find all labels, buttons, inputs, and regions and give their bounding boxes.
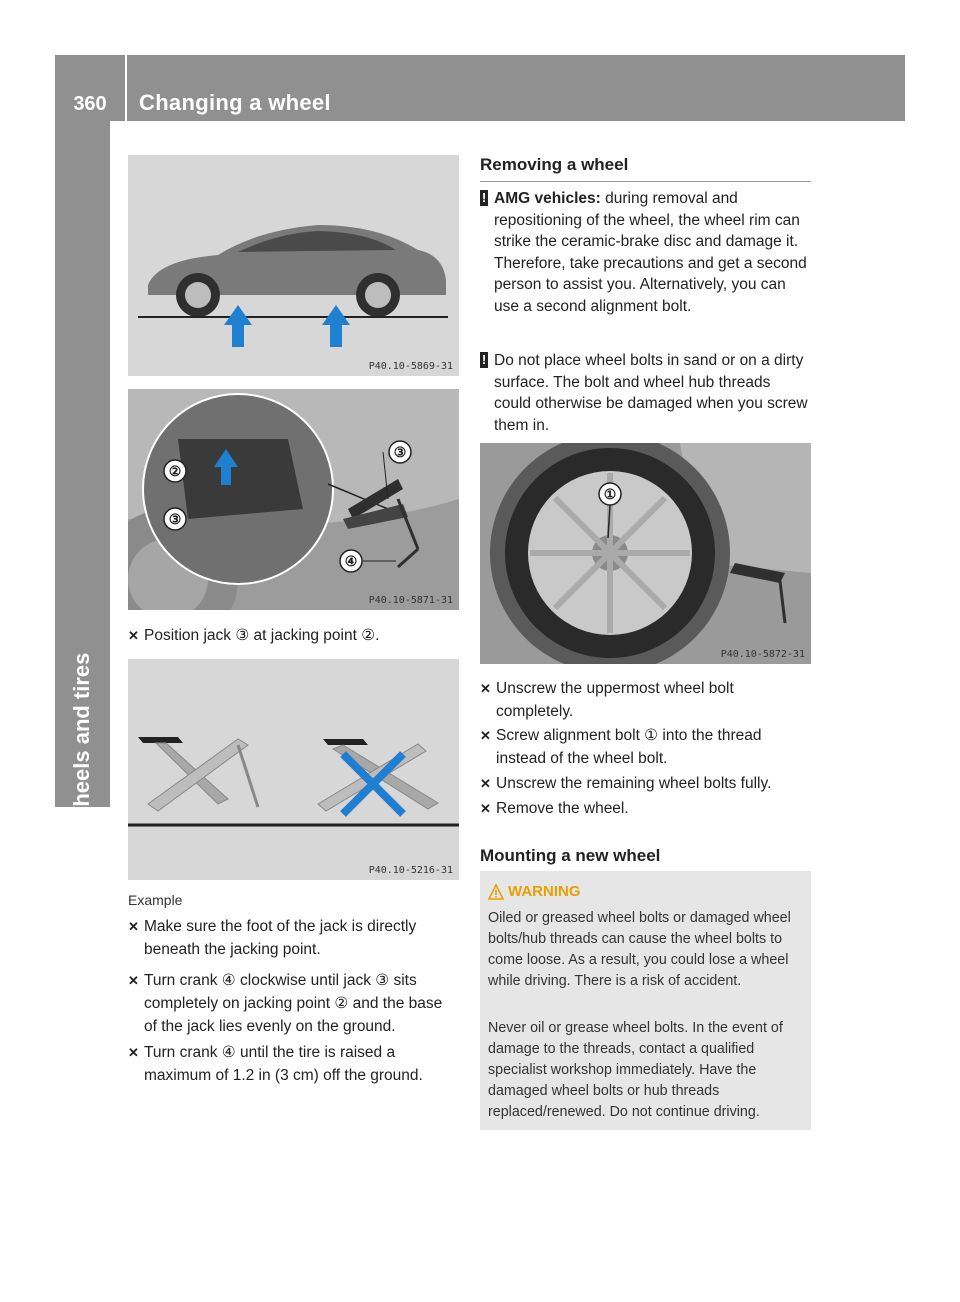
figure-code: P40.10-5216-31 bbox=[368, 865, 453, 876]
step-text: Unscrew the uppermost wheel bolt complet… bbox=[496, 680, 734, 720]
step-turn-crank-clockwise: ✕ Turn crank ④ clockwise until jack ③ si… bbox=[128, 969, 459, 1038]
callout-4-label: ④ bbox=[345, 553, 358, 569]
step-screw-alignment-bolt: ✕ Screw alignment bolt ① into the thread… bbox=[480, 724, 811, 770]
warning-paragraph-2: Never oil or grease wheel bolts. In the … bbox=[488, 1020, 783, 1120]
figure-jack-orientation: P40.10-5216-31 bbox=[128, 659, 459, 880]
callout-3-jack bbox=[388, 440, 412, 464]
step-arrow-icon: ✕ bbox=[128, 628, 139, 643]
section-side-label: Wheels and tires bbox=[69, 652, 94, 828]
warning-triangle-icon bbox=[488, 884, 504, 900]
step-unscrew-remaining-bolts: ✕ Unscrew the remaining wheel bolts full… bbox=[480, 772, 811, 795]
step-arrow-icon: ✕ bbox=[480, 776, 491, 791]
step-text: Remove the wheel. bbox=[496, 800, 629, 817]
figure-car-jacking-points: P40.10-5869-31 bbox=[128, 155, 459, 376]
step-text: Position jack ③ at jacking point ②. bbox=[144, 627, 380, 644]
step-arrow-icon: ✕ bbox=[128, 919, 139, 934]
step-text: Unscrew the remaining wheel bolts fully. bbox=[496, 775, 772, 792]
note-text: Do not place wheel bolts in sand or on a… bbox=[494, 352, 808, 434]
page-number: 360 bbox=[73, 93, 107, 115]
step-text: Make sure the foot of the jack is direct… bbox=[144, 918, 417, 958]
page-title: Changing a wheel bbox=[139, 90, 331, 115]
step-jack-foot: ✕ Make sure the foot of the jack is dire… bbox=[128, 915, 459, 961]
callout-2-label: ② bbox=[169, 463, 182, 479]
note-wheel-bolts: ! Do not place wheel bolts in sand or on… bbox=[480, 350, 811, 436]
wheel-illustration: ① bbox=[480, 443, 811, 664]
callout-3-label: ③ bbox=[394, 444, 407, 460]
step-position-jack: ✕ Position jack ③ at jacking point ②. bbox=[128, 624, 459, 647]
header-divider bbox=[125, 55, 127, 121]
note-bold-label: AMG vehicles: bbox=[494, 190, 601, 207]
step-arrow-icon: ✕ bbox=[480, 801, 491, 816]
note-amg-vehicles: ! AMG vehicles: during removal and repos… bbox=[480, 188, 811, 317]
callout-4-crank bbox=[339, 549, 363, 573]
step-arrow-icon: ✕ bbox=[128, 973, 139, 988]
figure-wheel-alignment-bolt: ① P40.10-5872-31 bbox=[480, 443, 811, 664]
callout-1-label: ① bbox=[604, 486, 617, 502]
note-text: during removal and repositioning of the … bbox=[494, 190, 807, 315]
callout-1-alignment-bolt bbox=[598, 482, 622, 506]
figure-jack-detail: ③ ② ③ ④ P40.10-5871-31 bbox=[128, 389, 459, 610]
step-text: Screw alignment bolt ① into the thread i… bbox=[496, 727, 762, 767]
warning-box: WARNING Oiled or greased wheel bolts or … bbox=[480, 871, 811, 1130]
figure-caption: Example bbox=[128, 892, 183, 908]
step-text: Turn crank ④ clockwise until jack ③ sits… bbox=[144, 972, 443, 1035]
section-heading-removing: Removing a wheel bbox=[480, 155, 811, 182]
step-unscrew-uppermost-bolt: ✕ Unscrew the uppermost wheel bolt compl… bbox=[480, 677, 811, 723]
caution-icon: ! bbox=[480, 190, 488, 206]
jack-detail-illustration: ③ ② ③ ④ bbox=[128, 389, 459, 610]
warning-title: WARNING bbox=[508, 883, 581, 900]
figure-code: P40.10-5871-31 bbox=[368, 595, 453, 606]
section-side-tab bbox=[55, 121, 110, 807]
jack-orientation-illustration bbox=[128, 659, 459, 880]
step-raise-tire: ✕ Turn crank ④ until the tire is raised … bbox=[128, 1041, 459, 1087]
step-arrow-icon: ✕ bbox=[128, 1045, 139, 1060]
figure-code: P40.10-5872-31 bbox=[720, 649, 805, 660]
callout-3-jack-detail bbox=[163, 507, 187, 531]
callout-2-jacking-point bbox=[163, 459, 187, 483]
car-side-illustration bbox=[128, 155, 459, 376]
page-header: 360 Changing a wheel bbox=[55, 55, 905, 121]
step-arrow-icon: ✕ bbox=[480, 681, 491, 696]
section-heading-mounting: Mounting a new wheel bbox=[480, 846, 811, 873]
step-text: Turn crank ④ until the tire is raised a … bbox=[144, 1044, 423, 1084]
warning-paragraph-1: Oiled or greased wheel bolts or damaged … bbox=[488, 910, 791, 989]
callout-3b-label: ③ bbox=[169, 511, 182, 527]
figure-code: P40.10-5869-31 bbox=[368, 361, 453, 372]
step-remove-wheel: ✕ Remove the wheel. bbox=[480, 797, 811, 820]
step-arrow-icon: ✕ bbox=[480, 728, 491, 743]
caution-icon: ! bbox=[480, 352, 488, 368]
